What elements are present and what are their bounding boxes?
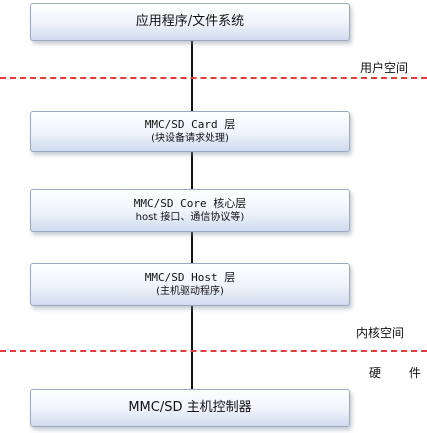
mmc-sd-host-layer-box: MMC/SD Host 层 (主机驱动程序) [30,263,350,306]
user-kernel-divider [0,77,427,79]
mmc-sd-host-layer-subtitle: (主机驱动程序) [156,286,224,298]
mmc-sd-host-controller-label: MMC/SD 主机控制器 [128,399,252,415]
application-file-system-label: 应用程序/文件系统 [135,13,245,29]
mmc-sd-card-layer-box: MMC/SD Card 层 (块设备请求处理) [30,111,350,152]
kernel-hardware-divider [0,350,427,352]
mmc-sd-host-controller-box: MMC/SD 主机控制器 [30,389,350,427]
mmc-sd-core-layer-title: MMC/SD Core 核心层 [133,196,247,210]
mmc-sd-card-layer-title: MMC/SD Card 层 [144,117,236,131]
application-file-system-box: 应用程序/文件系统 [30,3,350,41]
kernel-space-label: 内核空间 [356,326,405,340]
mmc-sd-host-layer-title: MMC/SD Host 层 [144,270,236,284]
user-space-label: 用户空间 [360,61,409,75]
mmc-sd-core-layer-box: MMC/SD Core 核心层 host 接口、通信协议等) [30,189,350,232]
mmc-sd-core-layer-subtitle: host 接口、通信协议等) [135,212,245,224]
mmc-sd-card-layer-subtitle: (块设备请求处理) [151,133,229,145]
hardware-label: 硬 件 [369,366,427,380]
